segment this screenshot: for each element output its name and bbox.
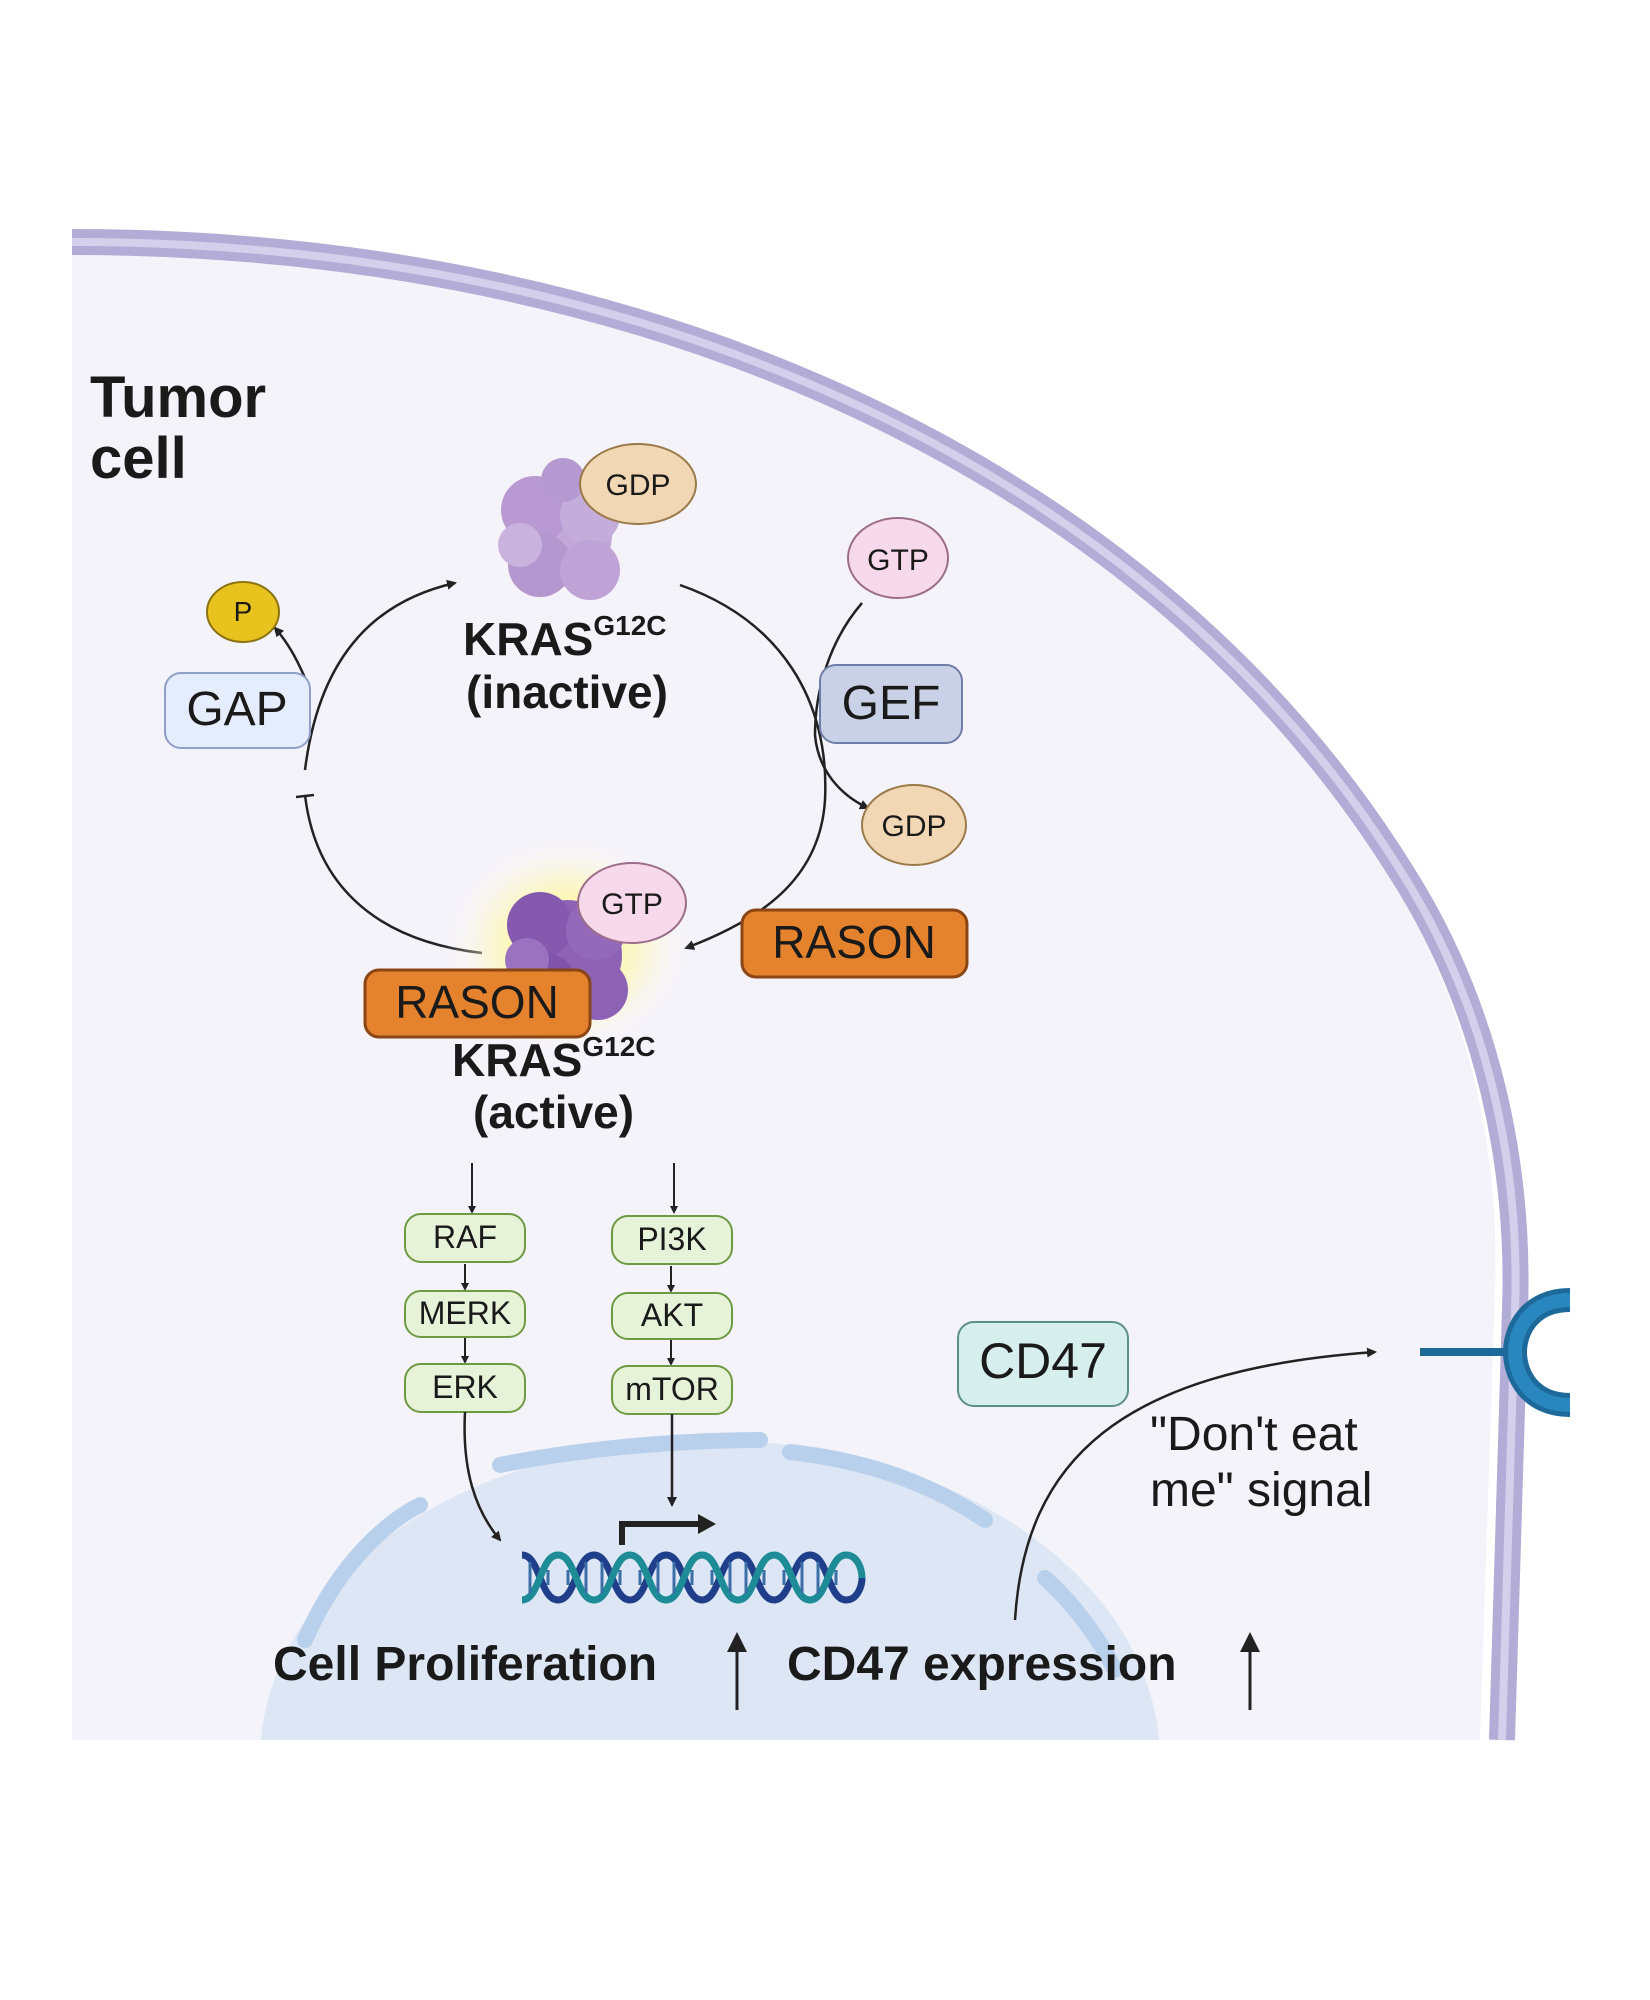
arrow-gap-to-inactive [303,579,457,771]
up-arrow-icon [727,1632,747,1710]
gtp-input-badge: GTP [847,517,949,599]
kras-active-state: (active) [473,1086,634,1138]
kras-inactive-protein-icon [498,458,620,600]
nucleus [260,1432,1160,1740]
dont-eat-me-line2: me" signal [1150,1464,1372,1517]
svg-text:CD47: CD47 [979,1333,1107,1389]
svg-text:GTP: GTP [867,544,929,577]
pathway-box-pi3k: PI3K [611,1215,733,1265]
gap-box: GAP [164,672,311,749]
pathway-box-erk: ERK [404,1363,526,1413]
svg-text:ERK: ERK [432,1369,498,1405]
svg-text:GDP: GDP [881,810,946,843]
svg-text:RAF: RAF [433,1219,497,1255]
svg-text:GAP: GAP [186,683,287,736]
rason-free-box: RASON [740,908,969,979]
svg-text:P: P [234,596,253,627]
svg-text:GTP: GTP [601,888,663,921]
svg-text:RASON: RASON [772,916,936,968]
kras-inactive-state: (inactive) [466,666,668,718]
kras-inactive-label: KRASG12C [463,610,667,665]
pathway-box-raf: RAF [404,1213,526,1263]
dna-helix-icon [521,1551,866,1604]
pathway-box-merk: MERK [404,1290,526,1338]
arrow-cd47-to-membrane [1013,1347,1377,1621]
arrow-gtp-into-gef [813,602,863,736]
gdp-bound-badge: GDP [579,443,697,525]
arrow-erk-to-dna [463,1411,502,1542]
pathway-box-mtor: mTOR [611,1365,733,1415]
svg-text:GEF: GEF [842,677,941,730]
cd47-box: CD47 [957,1321,1129,1407]
gdp-output-badge: GDP [861,784,967,866]
svg-text:GDP: GDP [605,469,670,502]
up-arrow-icon [1240,1632,1260,1710]
arrow-gef-to-gdp [813,734,870,810]
cd47-receptor-icon [1420,1288,1571,1417]
pathway-box-akt: AKT [611,1292,733,1340]
inhibition-bar [295,793,315,799]
outcome-cd47-expression: CD47 expression [787,1638,1177,1691]
gtp-bound-badge: GTP [577,862,687,944]
cell-title-line1: Tumor [90,365,266,430]
svg-text:MERK: MERK [419,1295,511,1331]
rason-bound-box: RASON [363,968,592,1039]
phosphate-badge: P [206,581,280,643]
svg-text:mTOR: mTOR [625,1371,719,1407]
kras-active-label: KRASG12C [452,1031,656,1086]
cell-title-line2: cell [90,426,187,491]
svg-text:RASON: RASON [395,976,559,1028]
gef-box: GEF [819,664,963,744]
outcome-proliferation: Cell Proliferation [273,1638,657,1691]
svg-text:AKT: AKT [641,1297,703,1333]
transcription-start-icon [619,1521,700,1545]
svg-text:PI3K: PI3K [637,1221,706,1257]
dont-eat-me-line1: "Don't eat [1150,1408,1358,1461]
